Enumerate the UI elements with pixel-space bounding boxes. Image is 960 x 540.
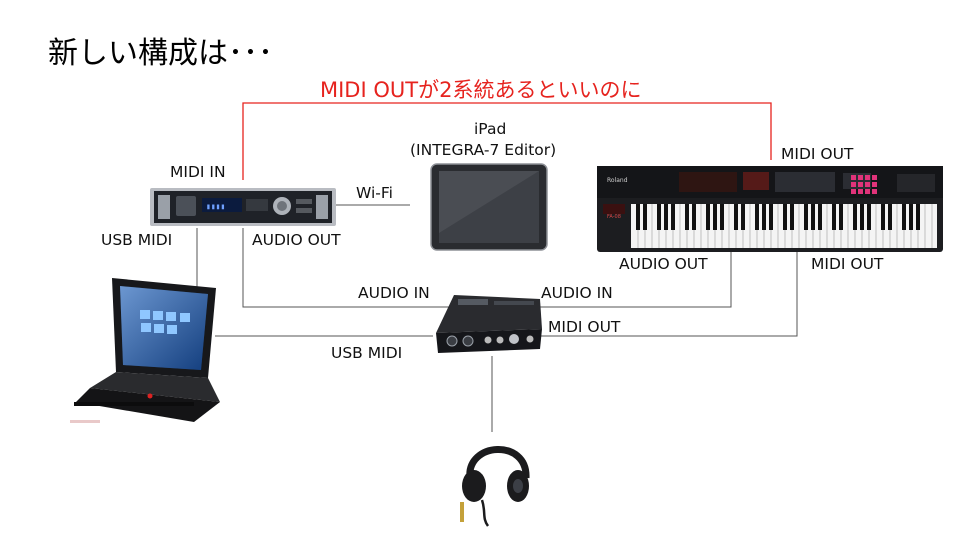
laptop-sticker [70, 420, 100, 423]
integra7-module: ▮▮▮▮ [150, 188, 336, 226]
usb-midi-bottom-label: USB MIDI [331, 344, 403, 362]
page-title: 新しい構成は･･･ [48, 36, 273, 71]
midi-out-note: MIDI OUTが2系統あるといいのに [320, 78, 642, 102]
audio-out-module-label: AUDIO OUT [252, 231, 341, 249]
audio-out-module-link [242, 228, 455, 308]
red-midi-line [242, 102, 772, 180]
keyboard-brand-text: Roland [607, 177, 628, 184]
ipad-sublabel: (INTEGRA-7 Editor) [410, 141, 557, 159]
ipad-device [430, 163, 548, 251]
svg-text:▮▮▮▮: ▮▮▮▮ [206, 202, 225, 211]
laptop-device [74, 278, 220, 422]
midi-out-top-label: MIDI OUT [781, 145, 854, 163]
keyboard-model-text: FA-08 [607, 214, 621, 220]
usb-midi-left-label: USB MIDI [101, 231, 173, 249]
wifi-label: Wi-Fi [356, 184, 393, 202]
audio-interface-device [436, 295, 542, 353]
audio-in-left-label: AUDIO IN [358, 284, 430, 302]
audio-out-keyboard-label: AUDIO OUT [619, 255, 708, 273]
ipad-label: iPad [474, 120, 507, 138]
headphones-device [460, 446, 530, 527]
midi-out-interface-label: MIDI OUT [548, 318, 621, 336]
midi-out-keyboard-link [540, 252, 798, 337]
audio-out-keyboard-link [540, 252, 732, 308]
audio-in-right-label: AUDIO IN [541, 284, 613, 302]
midi-out-keyboard-label: MIDI OUT [811, 255, 884, 273]
keyboard-device: Roland FA-08 [597, 166, 943, 252]
midi-in-label: MIDI IN [170, 163, 226, 181]
